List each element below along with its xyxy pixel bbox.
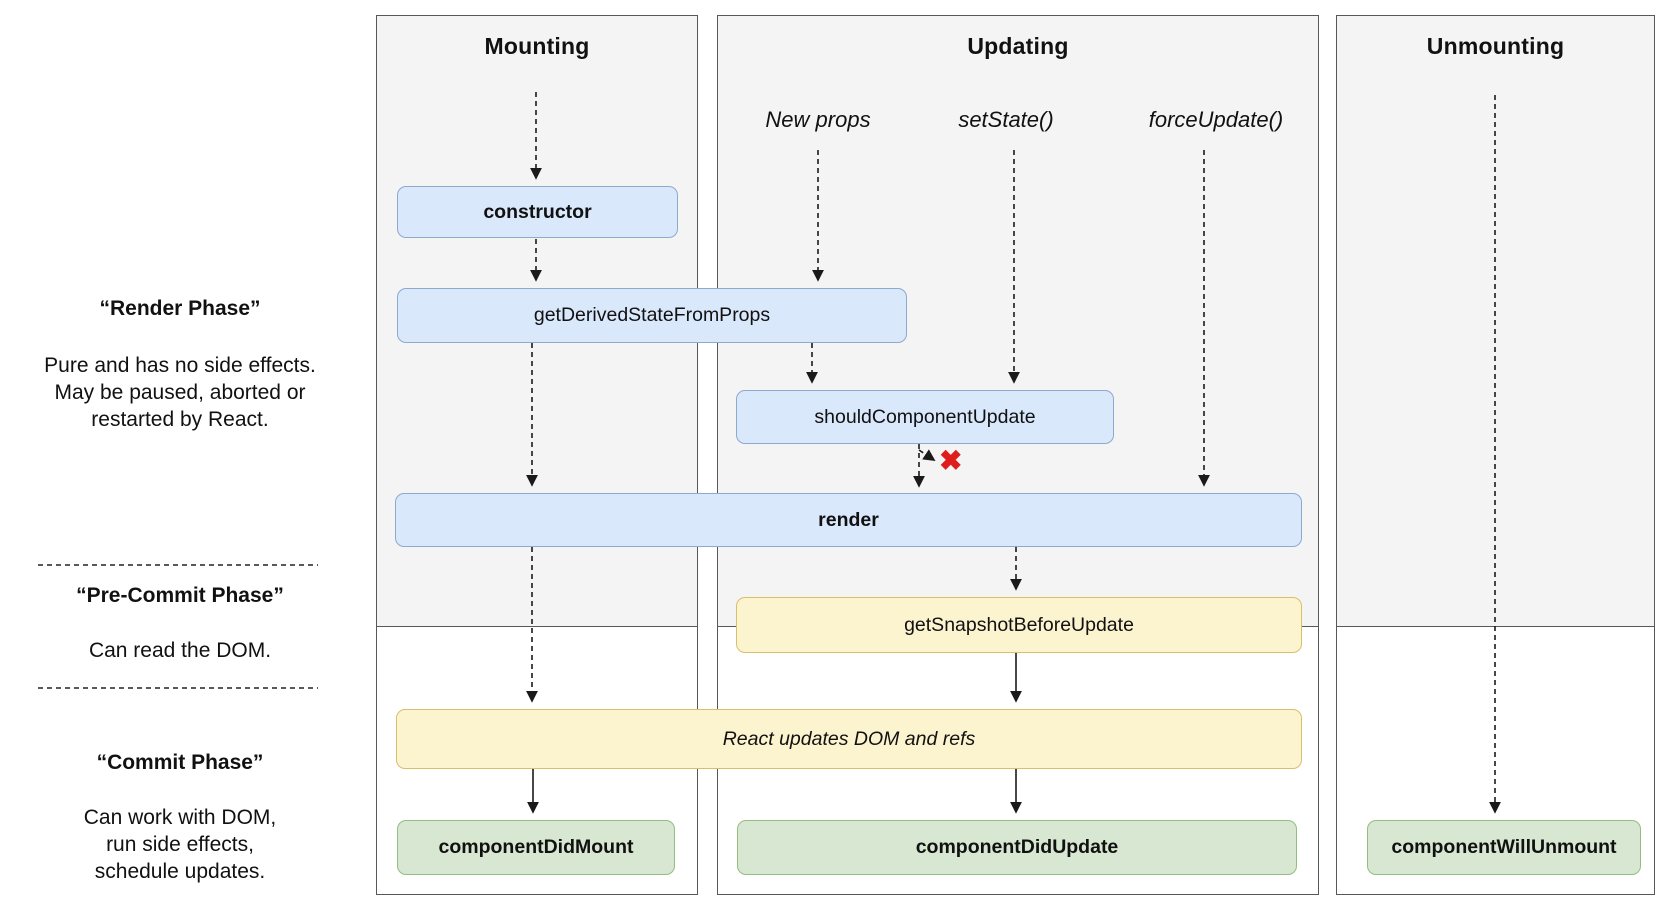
box-get-snapshot-before-update: getSnapshotBeforeUpdate	[736, 597, 1302, 653]
trigger-set-state: setState()	[958, 107, 1054, 132]
commit-phase-title: “Commit Phase”	[96, 751, 264, 774]
render-phase-description: Pure and has no side effects. May be pau…	[44, 354, 316, 431]
box-component-did-mount: componentDidMount	[397, 820, 675, 875]
box-should-component-update: shouldComponentUpdate	[736, 390, 1114, 444]
trigger-new-props: New props	[765, 107, 871, 132]
box-component-will-unmount: componentWillUnmount	[1367, 820, 1641, 875]
render-phase-title: “Render Phase”	[99, 297, 261, 320]
column-unmounting: Unmounting	[1336, 15, 1655, 895]
commit-phase-description: Can work with DOM, run side effects, sch…	[83, 806, 277, 883]
box-get-derived-state-from-props: getDerivedStateFromProps	[397, 288, 907, 343]
trigger-force-update: forceUpdate()	[1148, 107, 1284, 132]
column-title-updating: Updating	[967, 33, 1069, 59]
column-title-mounting: Mounting	[484, 33, 590, 59]
column-title-unmounting: Unmounting	[1426, 33, 1565, 59]
update-blocked-x-icon: ✖	[939, 445, 963, 476]
box-constructor: constructor	[397, 186, 678, 238]
render-phase-shaded-area	[1337, 16, 1654, 627]
pre-commit-phase-title: “Pre-Commit Phase”	[76, 584, 284, 607]
box-react-updates-dom-and-refs: React updates DOM and refs	[396, 709, 1302, 769]
box-render: render	[395, 493, 1302, 547]
box-component-did-update: componentDidUpdate	[737, 820, 1297, 875]
pre-commit-phase-description: Can read the DOM.	[88, 639, 272, 662]
